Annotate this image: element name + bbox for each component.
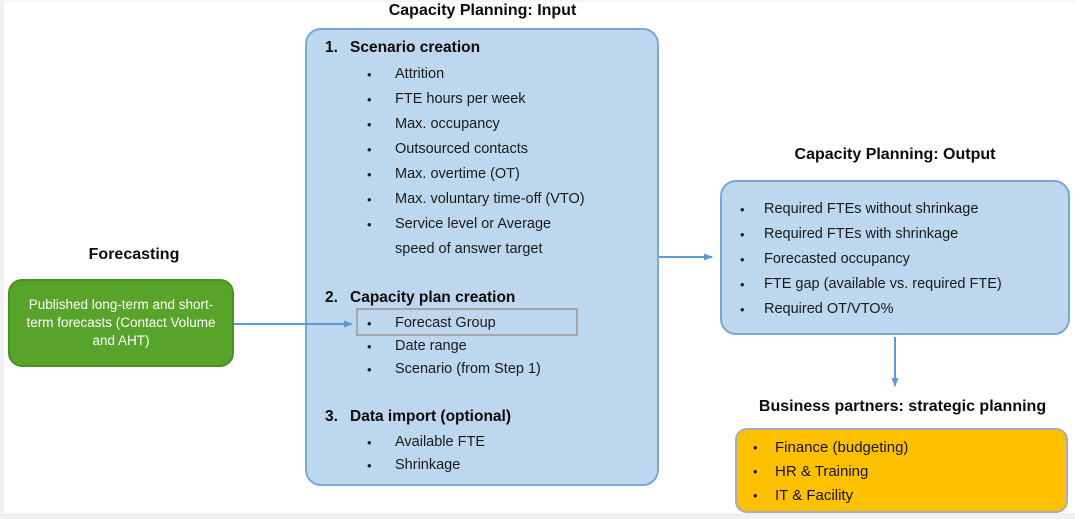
section-item-list: Available FTE Shrinkage — [325, 431, 651, 477]
bullet-icon — [740, 272, 764, 297]
bullet-icon — [367, 212, 395, 237]
list-item: Outsourced contacts — [367, 137, 651, 162]
bullet-icon — [753, 460, 775, 484]
bullet-icon — [367, 358, 395, 381]
business-partners-box: Finance (budgeting) HR & Training IT & F… — [735, 428, 1068, 513]
bullet-icon — [740, 197, 764, 222]
bullet-icon — [367, 454, 395, 477]
list-item: Shrinkage — [367, 454, 651, 477]
list-item: Required FTEs with shrinkage — [740, 222, 1062, 247]
list-item: Forecasted occupancy — [740, 247, 1062, 272]
section-heading: Capacity plan creation — [350, 289, 516, 306]
business-partners-title: Business partners: strategic planning — [758, 398, 1047, 415]
list-item: Service level or Average speed of answer… — [367, 212, 651, 262]
bullet-icon — [753, 484, 775, 508]
list-item: IT & Facility — [753, 484, 1060, 508]
capacity-input-title: Capacity Planning: Input — [388, 2, 577, 19]
forecasting-box: Published long-term and short-term forec… — [8, 279, 234, 367]
list-item: Max. occupancy — [367, 112, 651, 137]
section-number: 1. — [325, 39, 338, 56]
forecasting-box-text: Published long-term and short-term forec… — [26, 297, 216, 348]
capacity-input-box: 1. Scenario creation Attrition FTE hours… — [305, 28, 659, 486]
list-item: Max. voluntary time-off (VTO) — [367, 187, 651, 212]
background-edge — [0, 513, 1075, 519]
bullet-icon — [367, 335, 395, 358]
business-item-list: Finance (budgeting) HR & Training IT & F… — [753, 436, 1060, 508]
section-heading: Data import (optional) — [350, 408, 512, 425]
list-item: HR & Training — [753, 460, 1060, 484]
list-item: Attrition — [367, 62, 651, 87]
background-edge — [0, 0, 1075, 2]
input-section-data-import: 3. Data import (optional) Available FTE … — [325, 407, 651, 477]
bullet-icon — [740, 247, 764, 272]
section-number: 2. — [325, 289, 338, 306]
bullet-icon — [740, 222, 764, 247]
bullet-icon — [367, 187, 395, 212]
output-item-list: Required FTEs without shrinkage Required… — [740, 197, 1062, 322]
list-item: FTE hours per week — [367, 87, 651, 112]
bullet-icon — [367, 162, 395, 187]
capacity-output-title: Capacity Planning: Output — [794, 146, 996, 163]
bullet-icon — [740, 297, 764, 322]
list-item: Date range — [367, 335, 651, 358]
bullet-icon — [367, 87, 395, 112]
background-edge — [0, 0, 4, 519]
input-section-capacity-plan-creation: 2. Capacity plan creation Forecast Group… — [325, 288, 651, 381]
list-item: Scenario (from Step 1) — [367, 358, 651, 381]
list-item-forecast-group: Forecast Group — [367, 312, 651, 335]
section-item-list: Attrition FTE hours per week Max. occupa… — [325, 62, 651, 262]
section-item-list: Forecast Group Date range Scenario (from… — [325, 312, 651, 381]
bullet-icon — [367, 137, 395, 162]
bullet-icon — [367, 62, 395, 87]
capacity-output-box: Required FTEs without shrinkage Required… — [720, 180, 1070, 335]
list-item: Finance (budgeting) — [753, 436, 1060, 460]
list-item: FTE gap (available vs. required FTE) — [740, 272, 1062, 297]
list-item: Required OT/VTO% — [740, 297, 1062, 322]
bullet-icon — [367, 112, 395, 137]
bullet-icon — [753, 436, 775, 460]
bullet-icon — [367, 431, 395, 454]
forecast-group-highlight — [356, 308, 578, 336]
list-item: Required FTEs without shrinkage — [740, 197, 1062, 222]
list-item: Available FTE — [367, 431, 651, 454]
forecasting-title: Forecasting — [88, 246, 180, 263]
list-item: Max. overtime (OT) — [367, 162, 651, 187]
section-number: 3. — [325, 408, 338, 425]
input-section-scenario-creation: 1. Scenario creation Attrition FTE hours… — [325, 38, 651, 262]
section-heading: Scenario creation — [350, 39, 481, 56]
